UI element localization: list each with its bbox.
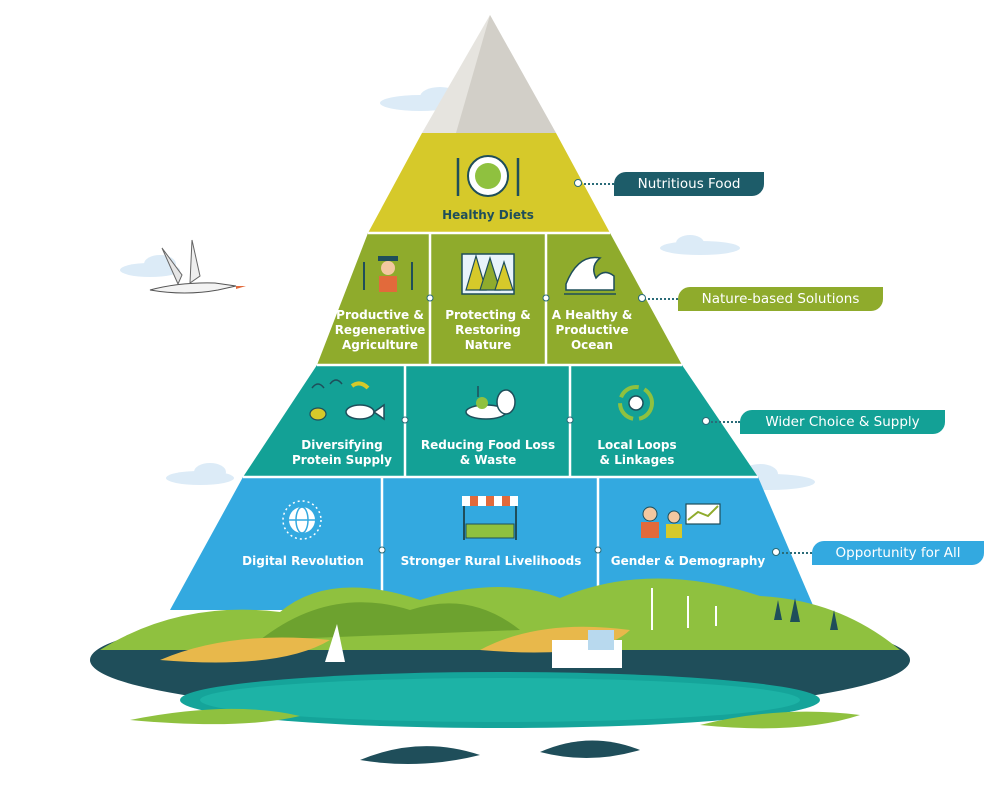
label-protein-supply: Diversifying Protein Supply bbox=[292, 438, 392, 467]
connector-nutritious bbox=[580, 183, 614, 185]
label-digital-revolution: Digital Revolution bbox=[242, 554, 364, 568]
clouds bbox=[120, 87, 815, 490]
people-chart-icon bbox=[641, 503, 721, 538]
label-healthy-diets: Healthy Diets bbox=[442, 208, 534, 222]
protein-fish-icon bbox=[309, 379, 385, 421]
market-stall-icon bbox=[462, 496, 518, 540]
label-food-loss-waste: Reducing Food Loss & Waste bbox=[420, 438, 556, 467]
plate-cutlery-icon bbox=[456, 155, 520, 197]
tier-dividers bbox=[243, 231, 758, 600]
tag-nature-based-solutions: Nature-based Solutions bbox=[678, 287, 883, 311]
recycle-loop-icon bbox=[618, 385, 654, 421]
connector-opportunity bbox=[778, 552, 812, 554]
farmer-icon bbox=[363, 256, 413, 292]
connector-nature bbox=[644, 298, 678, 300]
landscape-illustration bbox=[90, 578, 910, 764]
label-regenerative-agriculture: Productive & Regenerative Agriculture bbox=[334, 308, 426, 352]
label-gender-demography: Gender & Demography bbox=[610, 554, 766, 568]
label-local-loops: Local Loops & Linkages bbox=[597, 438, 677, 467]
wave-icon bbox=[564, 256, 616, 295]
connector-wider bbox=[708, 421, 740, 423]
tag-nutritious-food: Nutritious Food bbox=[614, 172, 764, 196]
globe-network-icon bbox=[282, 500, 322, 540]
tier-supply bbox=[243, 365, 758, 477]
connector-pin bbox=[638, 294, 646, 302]
connector-pin bbox=[574, 179, 582, 187]
tag-wider-choice-supply: Wider Choice & Supply bbox=[740, 410, 945, 434]
label-restoring-nature: Protecting & Restoring Nature bbox=[445, 308, 531, 352]
tag-opportunity-for-all: Opportunity for All bbox=[812, 541, 984, 565]
forest-icon bbox=[461, 253, 515, 295]
food-waste-icon bbox=[465, 386, 516, 420]
bird-icon bbox=[149, 239, 246, 294]
label-rural-livelihoods: Stronger Rural Livelihoods bbox=[400, 554, 582, 568]
connector-pin bbox=[702, 417, 710, 425]
label-healthy-ocean: A Healthy & Productive Ocean bbox=[551, 308, 633, 352]
connector-pin bbox=[772, 548, 780, 556]
